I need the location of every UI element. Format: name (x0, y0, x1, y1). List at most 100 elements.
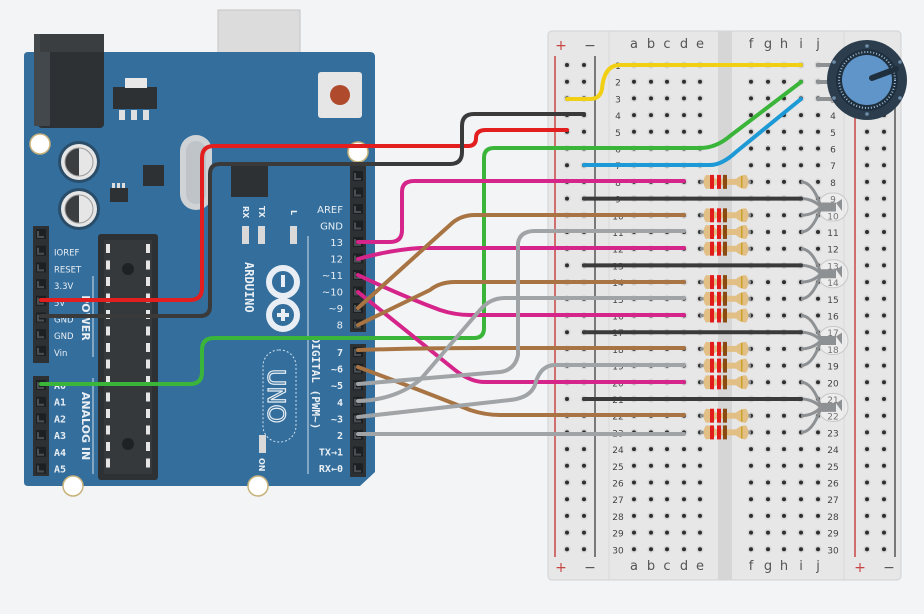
breadboard-hole[interactable] (865, 246, 869, 251)
breadboard-hole[interactable] (865, 380, 869, 385)
breadboard-hole[interactable] (665, 96, 669, 101)
breadboard-hole[interactable] (799, 547, 803, 552)
breadboard-hole[interactable] (749, 480, 753, 485)
breadboard-hole[interactable] (632, 113, 636, 118)
breadboard-hole[interactable] (882, 430, 886, 435)
breadboard-hole[interactable] (865, 213, 869, 218)
breadboard-hole[interactable] (682, 79, 686, 84)
breadboard-hole[interactable] (882, 513, 886, 518)
breadboard-hole[interactable] (882, 363, 886, 368)
breadboard-hole[interactable] (782, 313, 786, 318)
breadboard-hole[interactable] (665, 129, 669, 134)
breadboard-hole[interactable] (782, 79, 786, 84)
breadboard-hole[interactable] (682, 530, 686, 535)
breadboard-hole[interactable] (766, 380, 770, 385)
breadboard-hole[interactable] (632, 497, 636, 502)
breadboard-hole[interactable] (782, 179, 786, 184)
potentiometer-knob[interactable] (842, 55, 892, 105)
breadboard-hole[interactable] (865, 146, 869, 151)
breadboard-hole[interactable] (766, 230, 770, 234)
breadboard-hole[interactable] (766, 413, 770, 418)
breadboard-hole[interactable] (649, 96, 653, 101)
breadboard-hole[interactable] (782, 296, 786, 301)
breadboard-hole[interactable] (682, 129, 686, 134)
breadboard-hole[interactable] (882, 280, 886, 285)
breadboard-hole[interactable] (782, 280, 786, 285)
breadboard-hole[interactable] (649, 530, 653, 535)
breadboard-hole[interactable] (632, 480, 636, 485)
breadboard-hole[interactable] (865, 363, 869, 368)
breadboard-hole[interactable] (632, 547, 636, 552)
breadboard-hole[interactable] (565, 63, 569, 67)
breadboard-hole[interactable] (632, 79, 636, 84)
header-pin[interactable] (36, 430, 46, 441)
breadboard-hole[interactable] (582, 547, 586, 552)
breadboard-hole[interactable] (665, 480, 669, 485)
breadboard-hole[interactable] (565, 263, 569, 268)
breadboard-hole[interactable] (698, 480, 702, 485)
breadboard-hole[interactable] (682, 497, 686, 502)
breadboard-hole[interactable] (782, 463, 786, 468)
breadboard-hole[interactable] (816, 530, 820, 535)
breadboard-hole[interactable] (749, 463, 753, 468)
header-pin[interactable] (36, 446, 46, 457)
breadboard-hole[interactable] (782, 430, 786, 435)
header-pin[interactable] (36, 229, 46, 239)
breadboard-hole[interactable] (649, 113, 653, 118)
resistor[interactable] (700, 174, 751, 189)
breadboard-hole[interactable] (816, 129, 820, 134)
breadboard-hole[interactable] (632, 513, 636, 518)
breadboard-hole[interactable] (682, 513, 686, 518)
breadboard-hole[interactable] (698, 497, 702, 502)
breadboard-hole[interactable] (816, 447, 820, 452)
wire-pin8[interactable] (356, 280, 686, 327)
breadboard-hole[interactable] (698, 447, 702, 452)
breadboard-hole[interactable] (582, 463, 586, 468)
breadboard-hole[interactable] (682, 447, 686, 452)
breadboard-hole[interactable] (749, 129, 753, 134)
breadboard-hole[interactable] (816, 179, 820, 184)
breadboard-hole[interactable] (799, 146, 803, 151)
breadboard-hole[interactable] (766, 363, 770, 368)
breadboard-hole[interactable] (865, 196, 869, 201)
breadboard-hole[interactable] (649, 447, 653, 452)
breadboard-hole[interactable] (698, 129, 702, 134)
breadboard-hole[interactable] (582, 497, 586, 502)
breadboard-hole[interactable] (782, 530, 786, 535)
resistor[interactable] (700, 358, 751, 373)
breadboard-hole[interactable] (816, 246, 820, 251)
breadboard-hole[interactable] (799, 447, 803, 452)
breadboard-hole[interactable] (766, 129, 770, 134)
breadboard-hole[interactable] (766, 213, 770, 218)
breadboard-hole[interactable] (816, 480, 820, 485)
breadboard-hole[interactable] (816, 463, 820, 468)
breadboard-hole[interactable] (882, 346, 886, 351)
breadboard-hole[interactable] (799, 513, 803, 518)
breadboard-hole[interactable] (682, 113, 686, 118)
breadboard-hole[interactable] (865, 230, 869, 234)
breadboard-hole[interactable] (816, 380, 820, 385)
breadboard-hole[interactable] (865, 513, 869, 518)
header-pin[interactable] (36, 245, 46, 256)
breadboard-hole[interactable] (799, 129, 803, 134)
wire-pot-gnd[interactable] (582, 97, 803, 167)
breadboard-hole[interactable] (799, 497, 803, 502)
breadboard-hole[interactable] (649, 513, 653, 518)
breadboard-hole[interactable] (565, 497, 569, 502)
header-pin[interactable] (36, 329, 46, 340)
breadboard-hole[interactable] (766, 163, 770, 168)
wire-pin10[interactable] (356, 290, 686, 384)
breadboard-hole[interactable] (865, 480, 869, 485)
wire-a0[interactable] (39, 80, 803, 386)
breadboard-hole[interactable] (865, 530, 869, 535)
wire-pot-vcc[interactable] (565, 63, 803, 101)
breadboard-hole[interactable] (698, 79, 702, 84)
breadboard-hole[interactable] (865, 497, 869, 502)
breadboard-hole[interactable] (766, 280, 770, 285)
breadboard-hole[interactable] (816, 113, 820, 118)
breadboard-hole[interactable] (865, 313, 869, 318)
resistor[interactable] (700, 208, 751, 223)
breadboard-hole[interactable] (749, 530, 753, 535)
breadboard-hole[interactable] (816, 296, 820, 301)
